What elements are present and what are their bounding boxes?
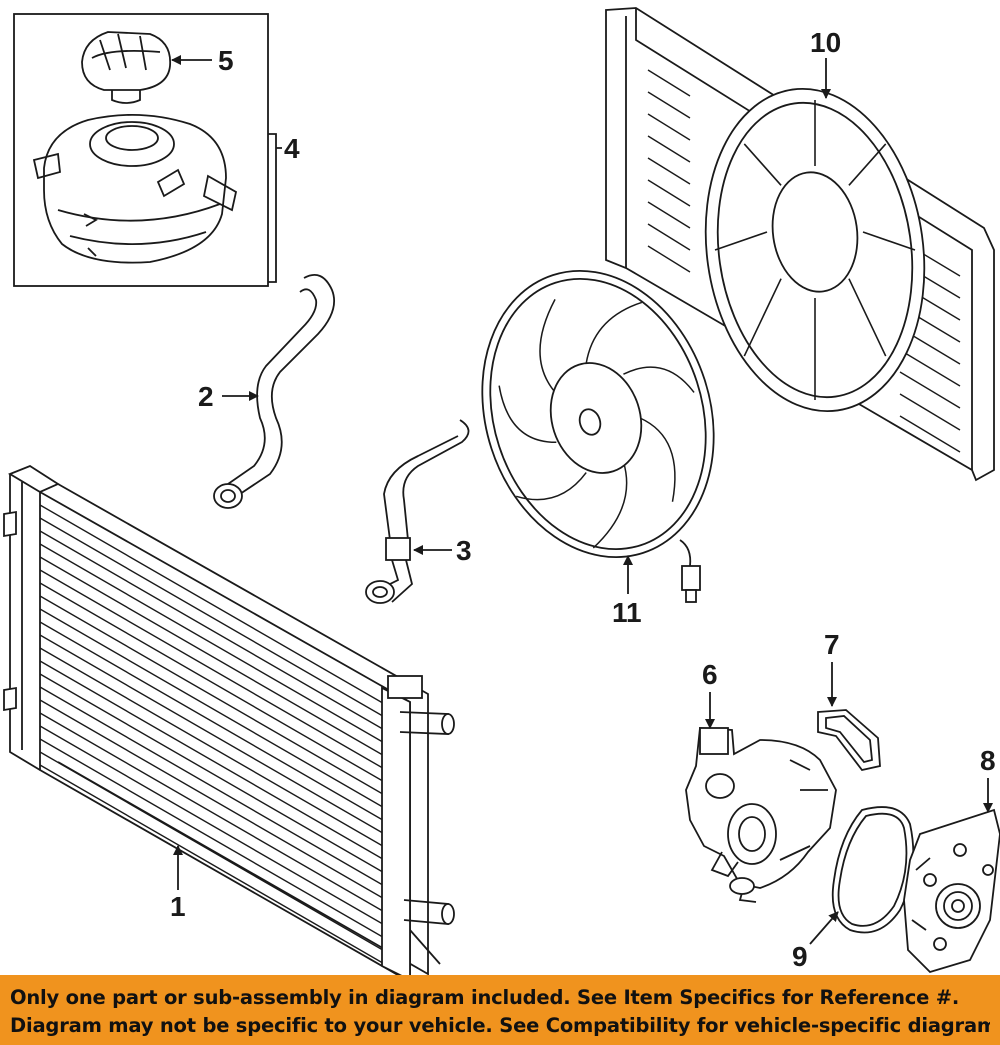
callout-labels: 1 2 3 4 5 6 7 8 9 10 11	[170, 27, 996, 972]
callout-1: 1	[170, 891, 186, 922]
callout-9: 9	[792, 941, 808, 972]
disclaimer-line-1: Only one part or sub-assembly in diagram…	[10, 986, 960, 1009]
callout-8: 8	[980, 745, 996, 776]
disclaimer-line-2: Diagram may not be specific to your vehi…	[10, 1014, 990, 1037]
callout-6: 6	[702, 659, 718, 690]
callout-2: 2	[198, 381, 214, 412]
callout-5: 5	[218, 45, 234, 76]
reservoir-cap-part	[81, 31, 172, 104]
callout-7: 7	[824, 629, 840, 660]
callout-10: 10	[810, 27, 841, 58]
upper-hose-part	[213, 274, 336, 509]
leader-9	[809, 911, 839, 945]
cooling-system-parts-diagram: 1 2 3 4 5 6 7 8 9 10 11	[3, 7, 1000, 975]
reservoir-box	[13, 13, 269, 287]
disclaimer-banner: Only one part or sub-assembly in diagram…	[0, 975, 1000, 1045]
coolant-reservoir-part	[32, 113, 238, 264]
callout-3: 3	[456, 535, 472, 566]
thermostat-housing-part	[685, 727, 837, 903]
small-gasket-part	[817, 709, 881, 772]
fan-shroud-part	[605, 7, 995, 482]
callout-4: 4	[284, 133, 300, 164]
cooling-fan-part	[481, 269, 715, 603]
leader-4	[268, 133, 282, 283]
water-pump-part	[903, 808, 1000, 974]
callout-leaders	[171, 55, 993, 945]
callout-11: 11	[612, 597, 642, 628]
pump-gasket-part	[831, 806, 915, 934]
radiator-part	[3, 464, 455, 975]
lower-hose-part	[365, 419, 470, 604]
